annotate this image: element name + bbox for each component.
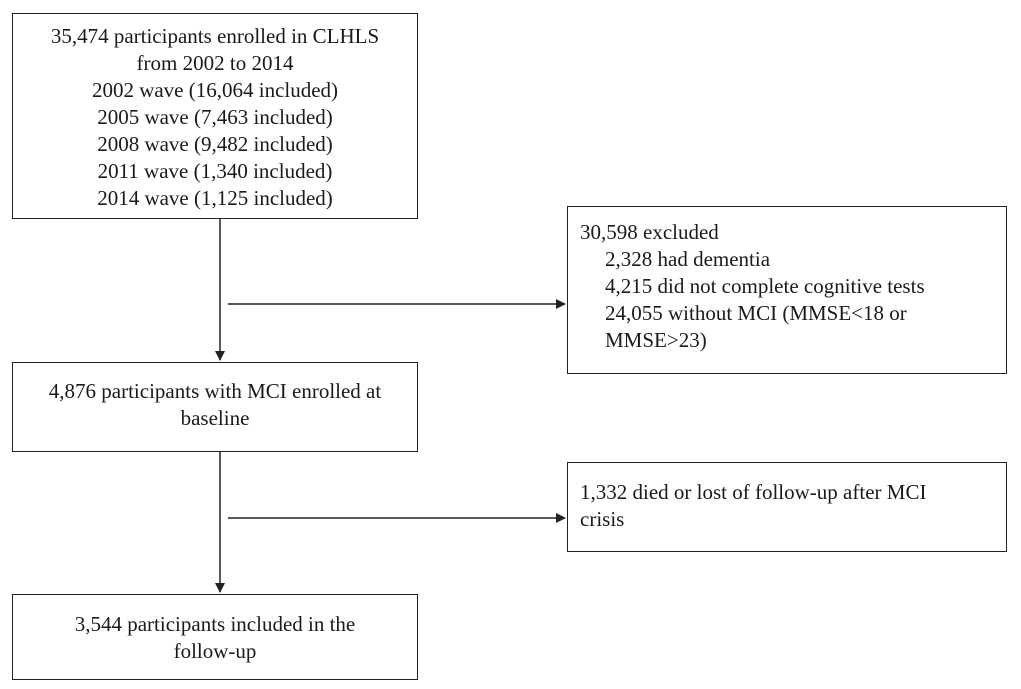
died-line: crisis bbox=[580, 507, 625, 531]
died-line: 1,332 died or lost of follow-up after MC… bbox=[580, 480, 927, 504]
enrolled-line: 35,474 participants enrolled in CLHLS bbox=[50, 24, 380, 48]
excluded-title: 30,598 excluded bbox=[580, 220, 719, 244]
followup-line: follow-up bbox=[173, 639, 257, 663]
enrolled-line: 2008 wave (9,482 included) bbox=[97, 132, 333, 156]
enrolled-line: 2002 wave (16,064 included) bbox=[91, 78, 339, 102]
enrolled-line: 2005 wave (7,463 included) bbox=[97, 105, 333, 129]
excluded-line: 2,328 had dementia bbox=[605, 247, 771, 271]
enrolled-line: 2011 wave (1,340 included) bbox=[97, 159, 333, 183]
baseline-box: 4,876 participants with MCI enrolled at … bbox=[12, 362, 418, 452]
excluded-box: 30,598 excluded 2,328 had dementia 4,215… bbox=[567, 206, 1007, 374]
followup-line: 3,544 participants included in the bbox=[74, 612, 356, 636]
baseline-line: baseline bbox=[180, 406, 250, 430]
excluded-line: 24,055 without MCI (MMSE<18 or bbox=[605, 301, 907, 325]
died-or-lost-box: 1,332 died or lost of follow-up after MC… bbox=[567, 462, 1007, 552]
enrolled-line: 2014 wave (1,125 included) bbox=[97, 186, 333, 210]
excluded-line: MMSE>23) bbox=[605, 328, 707, 352]
followup-box: 3,544 participants included in the follo… bbox=[12, 594, 418, 680]
enrolled-line: from 2002 to 2014 bbox=[136, 51, 294, 75]
excluded-line: 4,215 did not complete cognitive tests bbox=[605, 274, 925, 298]
enrolled-box: 35,474 participants enrolled in CLHLS fr… bbox=[12, 13, 418, 219]
baseline-line: 4,876 participants with MCI enrolled at bbox=[48, 379, 382, 403]
